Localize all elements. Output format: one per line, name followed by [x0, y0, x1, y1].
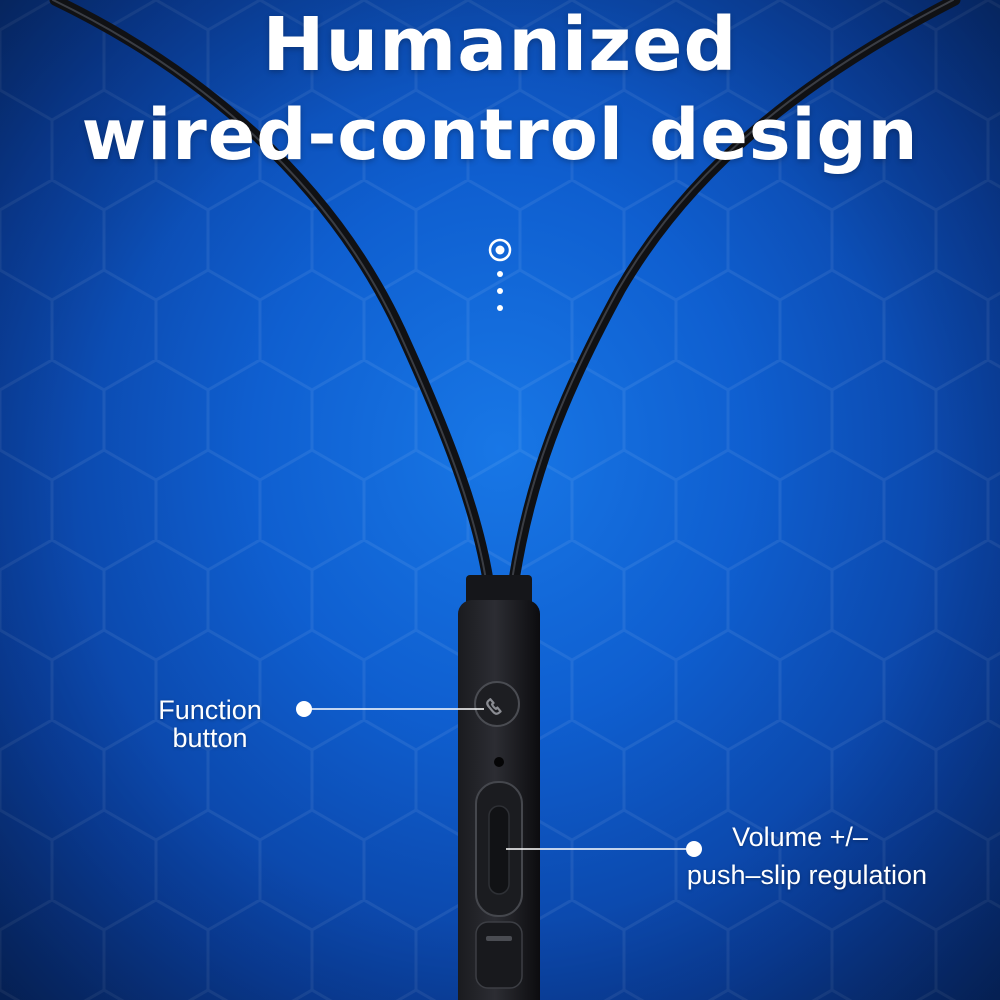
volume-label-line-2: push–slip regulation	[686, 860, 928, 890]
target-dot-icon	[488, 238, 512, 311]
volume-slider-knob	[488, 805, 510, 895]
volume-callout-dot	[686, 841, 702, 857]
phone-icon	[486, 698, 502, 715]
cable-junction	[466, 575, 532, 607]
volume-label-line-1: Volume +/–	[732, 822, 868, 852]
microphone-hole	[494, 757, 504, 767]
remote-groove	[486, 936, 512, 941]
left-cable	[49, 0, 494, 586]
left-cable-highlight	[52, 0, 487, 581]
function-callout-dot	[296, 701, 312, 717]
remote-lower-panel	[475, 921, 523, 989]
function-button	[474, 681, 520, 727]
headline-line-2: wired-control design	[81, 94, 919, 176]
function-button-label-line-2: button	[172, 723, 248, 753]
right-cable-highlight	[511, 0, 954, 581]
right-cable	[508, 0, 961, 586]
function-button-label-line-1: Function	[158, 695, 262, 725]
headline-line-1: Humanized	[262, 2, 738, 88]
function-button-label: Function button	[120, 696, 300, 752]
